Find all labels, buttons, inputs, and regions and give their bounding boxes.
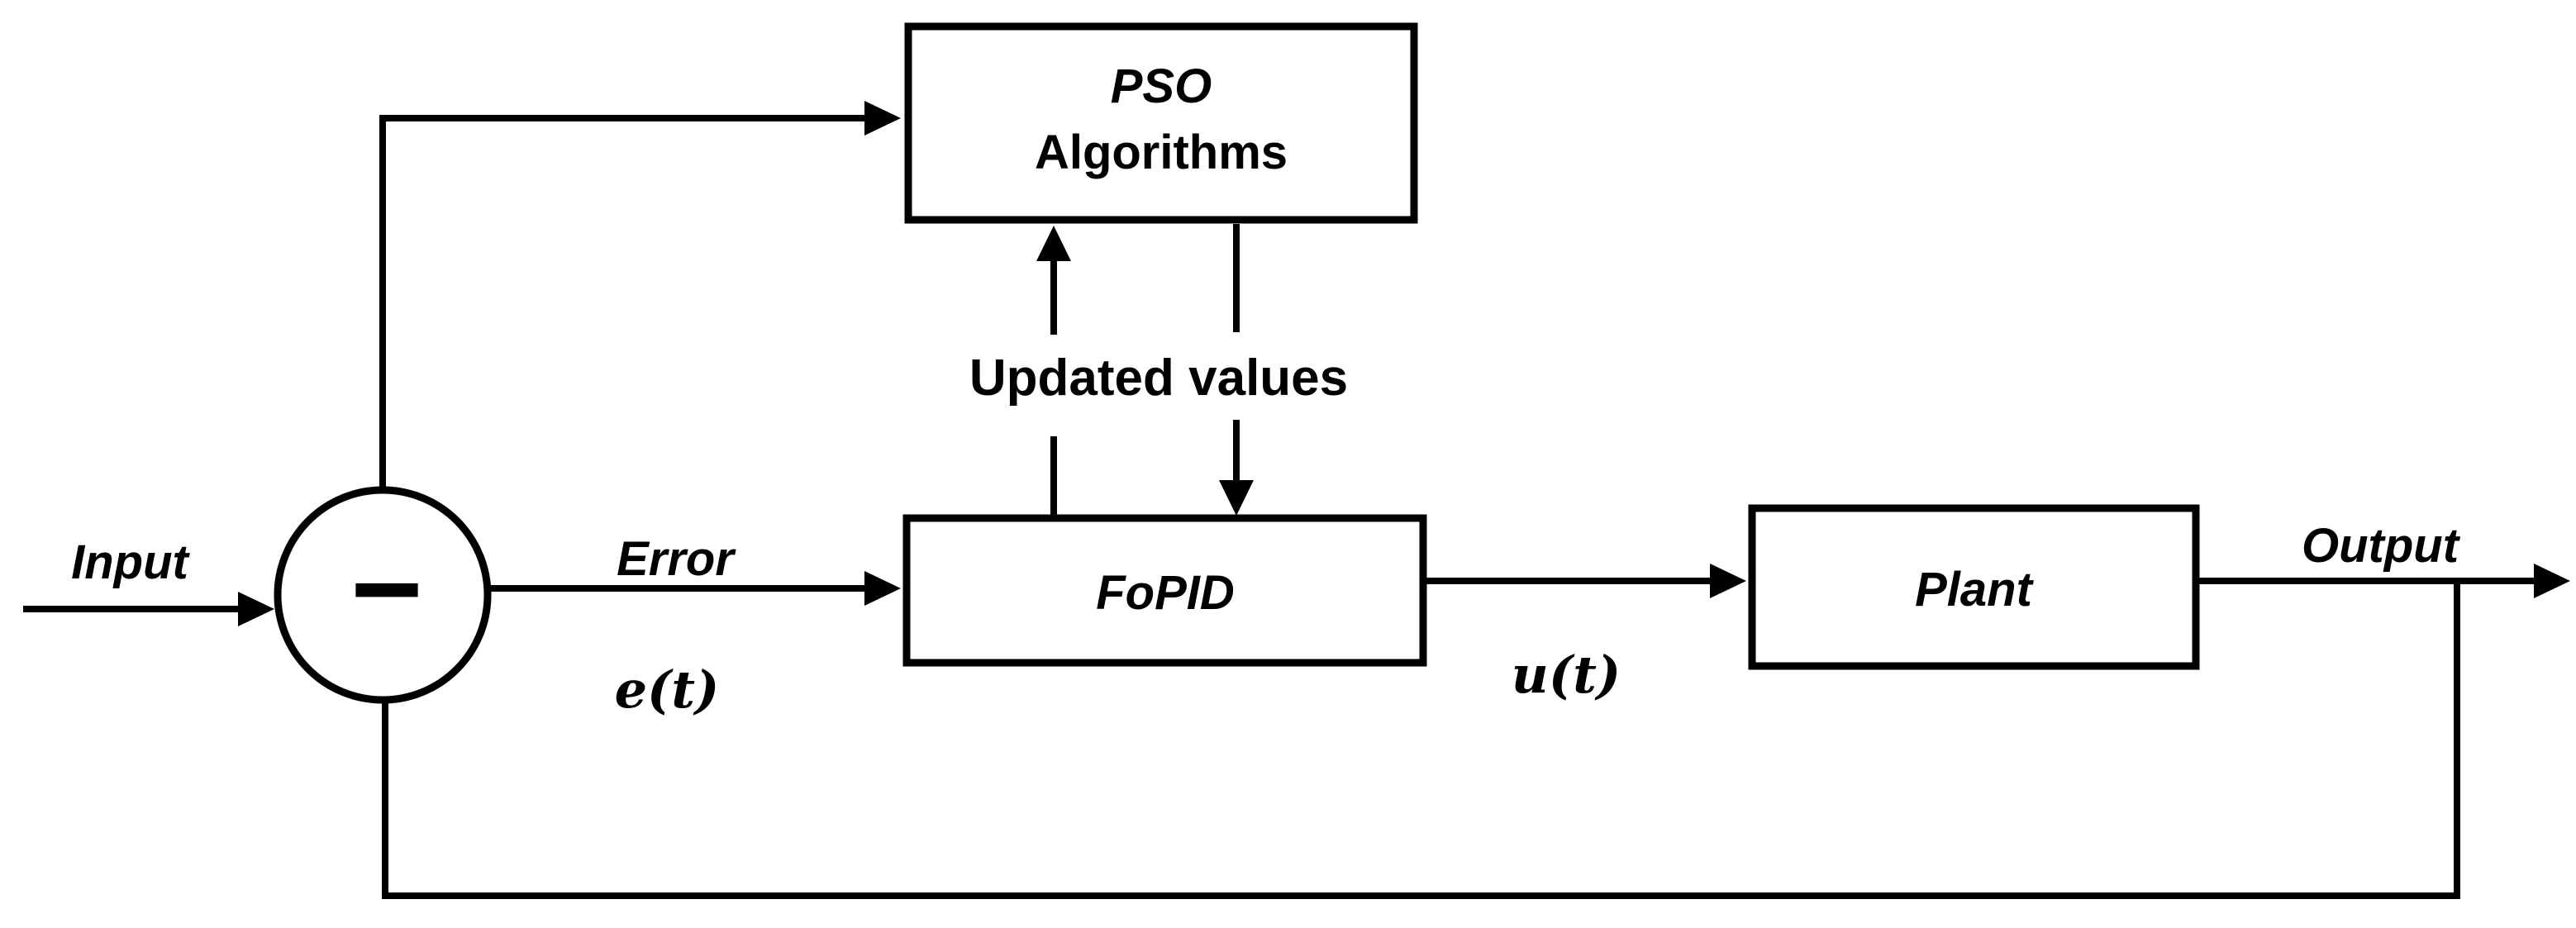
control-signal-label: u(t) bbox=[1512, 645, 1621, 705]
arrowhead-icon bbox=[1710, 564, 1746, 598]
arrowhead-icon bbox=[864, 571, 901, 606]
input-arrow bbox=[23, 592, 274, 626]
arrowhead-icon bbox=[238, 592, 274, 626]
arrowhead-icon bbox=[1036, 226, 1071, 261]
updated-values-label: Updated values bbox=[969, 350, 1348, 407]
fopid-to-pso-arrow bbox=[1036, 226, 1071, 516]
error-arrow bbox=[489, 571, 901, 606]
pso-block-label-line2: Algorithms bbox=[1035, 126, 1288, 179]
pso-block-label-line1: PSO bbox=[1111, 59, 1212, 113]
arrowhead-icon bbox=[1219, 480, 1254, 516]
fopid-block-label: FoPID bbox=[1096, 566, 1235, 620]
error-signal-label: e(t) bbox=[615, 659, 720, 720]
fopid-block: FoPID bbox=[902, 514, 1427, 667]
arrowhead-icon bbox=[864, 101, 901, 136]
plant-block: Plant bbox=[1748, 504, 2200, 670]
summing-junction: − bbox=[274, 486, 492, 704]
input-label: Input bbox=[71, 535, 190, 589]
arrowhead-icon bbox=[2534, 564, 2570, 598]
minus-operator: − bbox=[350, 519, 423, 658]
pso-algorithms-block: PSO Algorithms bbox=[904, 22, 1418, 224]
plant-block-label: Plant bbox=[1915, 563, 2034, 616]
output-arrow bbox=[2198, 564, 2570, 598]
pso-to-fopid-arrow bbox=[1219, 224, 1254, 516]
error-label: Error bbox=[617, 532, 736, 586]
error-to-pso-arrow bbox=[379, 101, 901, 493]
feedback-line bbox=[382, 581, 2460, 899]
output-label: Output bbox=[2302, 519, 2461, 573]
control-signal-arrow bbox=[1425, 564, 1746, 598]
